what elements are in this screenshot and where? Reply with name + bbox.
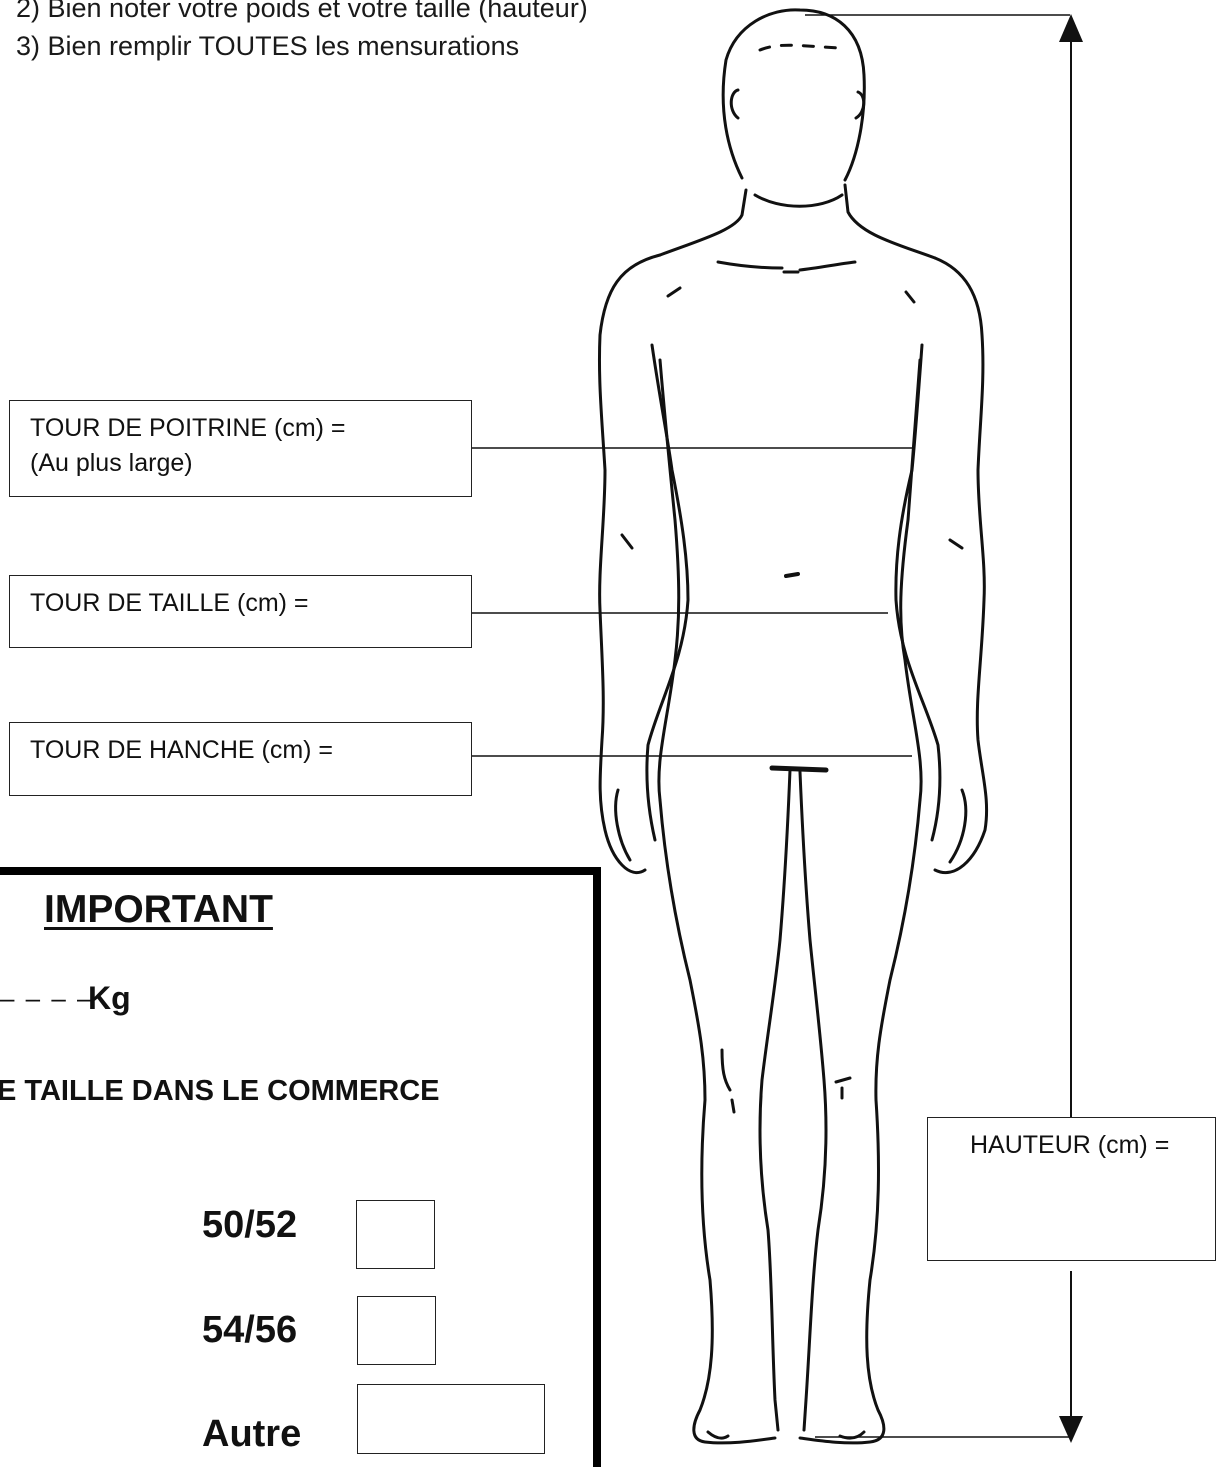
important-title: IMPORTANT: [44, 888, 273, 932]
leader-lines: [471, 448, 912, 756]
chest-label: TOUR DE POITRINE (cm) =: [30, 411, 451, 446]
store-size-text: E TAILLE DANS LE COMMERCE: [0, 1075, 440, 1108]
waist-measurement-box[interactable]: TOUR DE TAILLE (cm) =: [9, 575, 472, 648]
chest-note: (Au plus large): [30, 446, 451, 481]
hip-measurement-box[interactable]: TOUR DE HANCHE (cm) =: [9, 722, 472, 796]
size-label-autre: Autre: [202, 1413, 301, 1456]
chest-measurement-box[interactable]: TOUR DE POITRINE (cm) = (Au plus large): [9, 400, 472, 497]
weight-unit: Kg: [88, 980, 131, 1017]
important-panel: [0, 867, 601, 1467]
size-label-50-52: 50/52: [202, 1204, 297, 1247]
size-other-input[interactable]: [357, 1384, 545, 1454]
arrow-up-icon: [1059, 14, 1083, 42]
size-checkbox-50-52[interactable]: [356, 1200, 435, 1269]
arrow-down-icon: [1059, 1416, 1083, 1443]
waist-label: TOUR DE TAILLE (cm) =: [30, 586, 451, 621]
height-label: HAUTEUR (cm) =: [970, 1128, 1173, 1163]
hip-label: TOUR DE HANCHE (cm) =: [30, 733, 451, 768]
size-checkbox-54-56[interactable]: [357, 1296, 436, 1365]
weight-input-dashes[interactable]: – – – –: [0, 983, 94, 1014]
size-label-54-56: 54/56: [202, 1309, 297, 1352]
height-measurement-box[interactable]: HAUTEUR (cm) =: [927, 1117, 1216, 1261]
